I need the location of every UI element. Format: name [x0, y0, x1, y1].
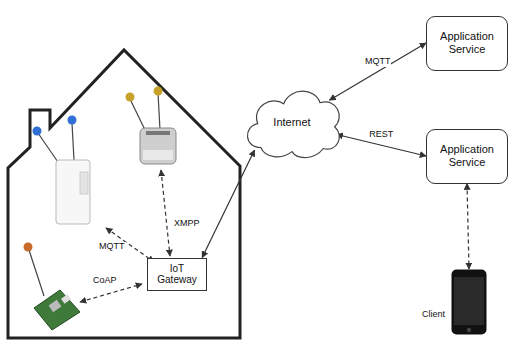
phone-shape — [451, 269, 487, 335]
protocol-label: REST — [368, 130, 394, 140]
device-label: Client — [422, 309, 445, 319]
protocol-label: CoAP — [92, 276, 118, 286]
plug-device — [33, 116, 91, 225]
house-outline — [8, 50, 240, 338]
plug-body — [56, 160, 90, 224]
toaster-device — [126, 87, 177, 165]
pin-wire — [72, 123, 74, 160]
protocol-label: MQTT — [98, 242, 126, 252]
toaster-body — [140, 128, 176, 164]
pin-wire — [158, 93, 160, 130]
plug-socket — [80, 172, 88, 194]
protocol-label: XMPP — [173, 219, 201, 229]
node-label: Application Service — [433, 143, 501, 168]
pin-dot — [68, 116, 77, 125]
phone-body — [452, 270, 487, 335]
xmpp-link — [161, 170, 170, 256]
toaster-panel — [143, 150, 173, 160]
phone-screen — [454, 277, 484, 325]
service-box: Application Service — [426, 16, 508, 71]
board-device — [24, 243, 81, 331]
phone-button — [467, 328, 471, 332]
node-label: Application Service — [433, 30, 501, 55]
coap-link — [80, 284, 142, 302]
pin-dot — [33, 127, 42, 136]
pin-wire — [29, 250, 44, 296]
internet-cloud: Internet — [240, 83, 344, 161]
cloud-outline — [247, 91, 339, 157]
pin-dot — [24, 243, 33, 252]
board-chip — [49, 300, 62, 312]
connector — [329, 43, 426, 100]
gateway-box: IoT Gateway — [147, 258, 207, 291]
protocol-label: MQTT — [364, 57, 392, 67]
connector — [202, 150, 254, 257]
pin-dot — [126, 93, 135, 102]
pin-wire — [130, 99, 146, 132]
board-body — [34, 290, 80, 330]
pin-dot — [154, 87, 163, 96]
service-box: Application Service — [426, 129, 508, 184]
connector — [467, 184, 469, 270]
node-label: Internet — [273, 116, 310, 129]
board-port — [61, 294, 71, 304]
client-phone: Client — [451, 269, 487, 335]
toaster-slot — [146, 131, 170, 135]
node-label: IoT Gateway — [152, 263, 202, 286]
